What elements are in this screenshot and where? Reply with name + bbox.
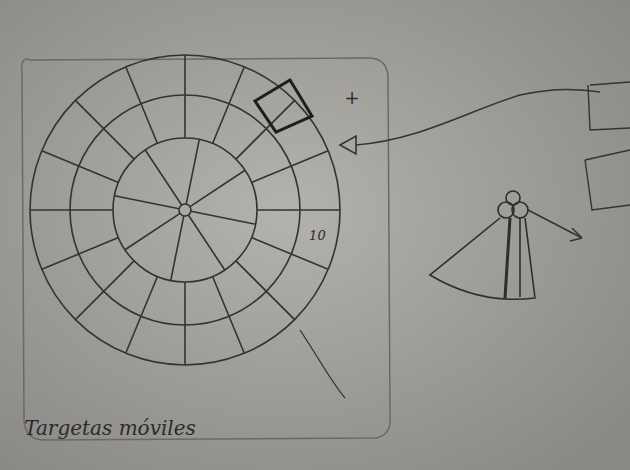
card-box (588, 82, 630, 130)
sector-line (184, 282, 186, 365)
sector-line (125, 213, 180, 249)
highlighted-sector (255, 80, 312, 132)
sector-line (171, 216, 184, 281)
sector-line (186, 139, 199, 204)
sector-line (213, 277, 245, 354)
sector-line (191, 211, 256, 224)
sector-line (42, 238, 119, 270)
bell-figure (430, 191, 535, 299)
sector-line (184, 55, 186, 138)
sector-line (145, 150, 181, 205)
sector-line (30, 209, 113, 211)
pointer-line (356, 89, 600, 145)
outer-ring (30, 55, 340, 365)
sector-line (236, 100, 295, 159)
sector-line (75, 261, 134, 320)
sector-line (42, 151, 119, 183)
sector-line (252, 151, 329, 183)
sector-line (257, 209, 340, 211)
inner-ring (113, 138, 257, 282)
figure-arrowhead (570, 228, 582, 241)
caption-note: Targetas móviles (24, 417, 196, 439)
sector-line (75, 100, 134, 159)
sector-line (213, 67, 245, 144)
sector-line (126, 67, 158, 144)
sector-line (114, 196, 179, 209)
sector-line (236, 261, 295, 320)
wheel-hub (179, 204, 191, 216)
sector-line (190, 170, 245, 206)
rotating-wheel (30, 55, 340, 365)
card-box (585, 150, 630, 210)
sector-line (188, 215, 224, 270)
pointer-triangle (340, 136, 356, 154)
figure-arrow (528, 210, 582, 238)
leader-line (300, 330, 345, 398)
plus-mark: + (344, 88, 359, 108)
sector-line (126, 277, 158, 354)
sector-number: 10 (309, 229, 326, 243)
